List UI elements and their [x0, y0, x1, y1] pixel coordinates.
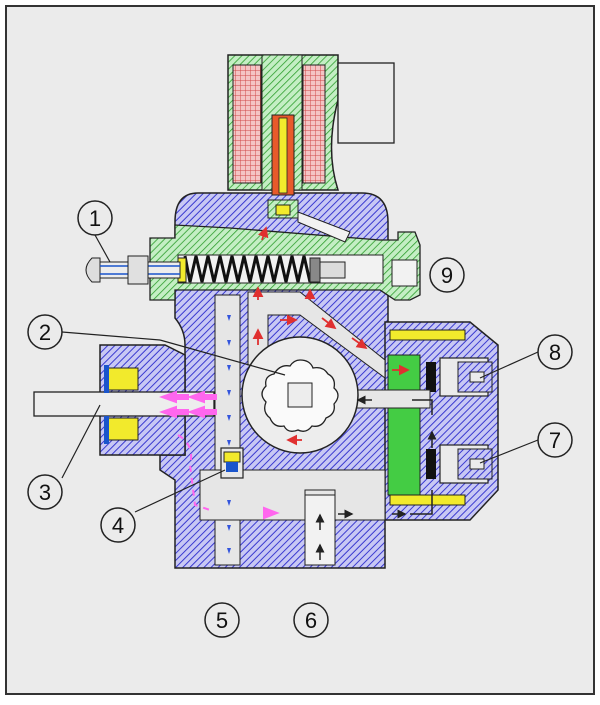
rotor-hub [287, 382, 313, 408]
svg-text:3: 3 [39, 480, 51, 505]
blue-flow [227, 315, 231, 554]
svg-text:9: 9 [441, 263, 453, 288]
svg-text:7: 7 [549, 428, 561, 453]
svg-text:8: 8 [549, 340, 561, 365]
svg-text:6: 6 [305, 608, 317, 633]
pink-flow [159, 390, 280, 520]
callout-1: 1 [77, 200, 113, 236]
callout-3: 3 [27, 474, 63, 510]
yellow-seat-bottom [389, 494, 466, 506]
connector [337, 62, 395, 144]
callout-5: 5 [204, 602, 240, 638]
callout-9: 9 [429, 257, 465, 293]
shaft-seal-top [107, 367, 139, 391]
callout-7: 7 [537, 422, 573, 458]
callout-6: 6 [293, 602, 329, 638]
solenoid-coil-right [302, 64, 326, 184]
callout-2: 2 [27, 314, 63, 350]
shaft-seal-bottom [107, 417, 139, 441]
callout-4: 4 [100, 507, 136, 543]
callout-8: 8 [537, 334, 573, 370]
svg-text:2: 2 [39, 320, 51, 345]
svg-text:5: 5 [216, 608, 228, 633]
black-flow [315, 395, 437, 560]
valve-spring [183, 255, 312, 283]
svg-text:4: 4 [112, 513, 124, 538]
plug-7 [426, 444, 493, 484]
solenoid-coil-left [232, 64, 262, 184]
leader-lines [61, 234, 539, 513]
red-flow [252, 226, 410, 446]
plug-8 [426, 357, 493, 397]
svg-text:1: 1 [89, 206, 101, 231]
yellow-seat-top [389, 329, 466, 341]
adjusting-screw [85, 255, 181, 285]
control-spool [387, 354, 421, 496]
